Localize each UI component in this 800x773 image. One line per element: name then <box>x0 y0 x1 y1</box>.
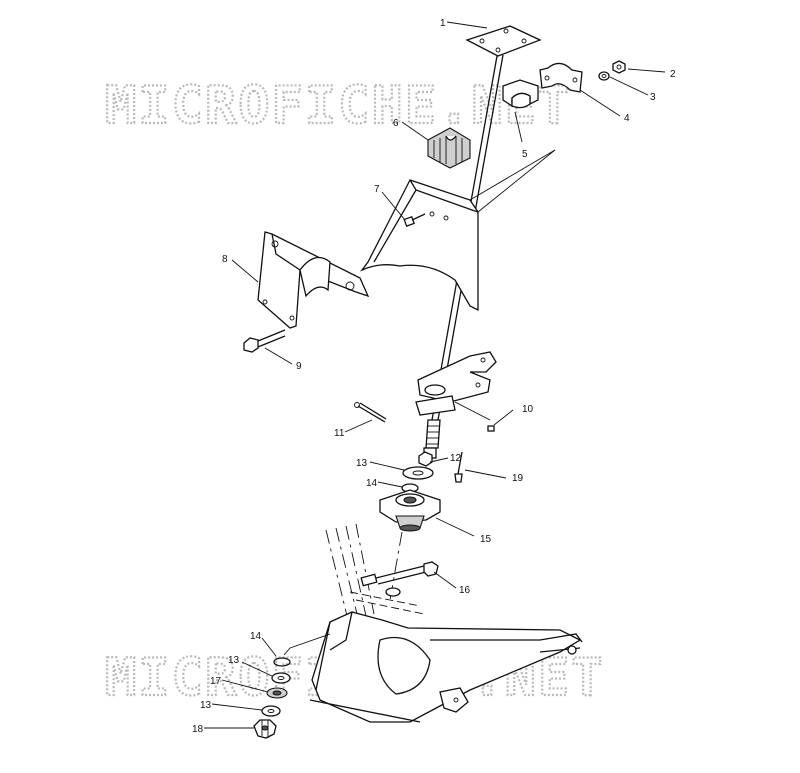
callout-12: 12 <box>450 453 462 464</box>
callout-10: 10 <box>522 404 534 415</box>
part-16-bolt <box>360 561 439 597</box>
watermark-top: MICROFICHE.NET <box>105 76 571 136</box>
leader-lines <box>204 21 666 729</box>
callout-14-lower: 14 <box>250 631 262 642</box>
callout-14-upper: 14 <box>366 478 378 489</box>
callout-17: 17 <box>210 676 222 687</box>
callout-2: 2 <box>670 69 676 80</box>
part-2-nut <box>612 60 626 74</box>
part-17-bushing <box>266 687 288 699</box>
part-18-castle-nut <box>253 719 277 739</box>
callout-18: 18 <box>192 724 204 735</box>
callout-3: 3 <box>650 92 656 103</box>
steering-support-bracket <box>359 149 556 312</box>
callout-6: 6 <box>393 118 399 129</box>
part-14-oring-lower <box>273 633 331 667</box>
part-4-u-clamp <box>539 62 583 93</box>
callout-8: 8 <box>222 254 228 265</box>
part-13-washer-middle <box>271 672 291 684</box>
part-13-washer-lower <box>261 705 281 717</box>
centerlines <box>325 523 425 621</box>
callout-13-upper: 13 <box>356 458 368 469</box>
callout-9: 9 <box>296 361 302 372</box>
callout-19: 19 <box>512 473 524 484</box>
part-9-bolt <box>243 329 286 353</box>
callout-7: 7 <box>374 184 380 195</box>
pitman-arm <box>415 351 497 421</box>
part-8-bracket <box>257 231 370 329</box>
part-5-bushing <box>502 79 539 109</box>
callout-16: 16 <box>459 585 471 596</box>
callout-5: 5 <box>522 149 528 160</box>
callout-11: 11 <box>334 428 345 439</box>
callout-labels: 1 2 3 4 5 6 7 8 9 10 11 12 13 14 15 16 1… <box>192 18 676 735</box>
callout-15: 15 <box>480 534 492 545</box>
part-11-cotter-pin <box>354 402 387 423</box>
part-13-washer-upper <box>402 466 434 480</box>
callout-1: 1 <box>440 18 446 29</box>
part-15-bearing-block <box>379 489 441 532</box>
part-19-grease-fitting <box>454 451 463 483</box>
callout-13-lower: 13 <box>200 700 212 711</box>
part-7-screw <box>403 213 426 227</box>
callout-4: 4 <box>624 113 630 124</box>
callout-13-middle: 13 <box>228 655 240 666</box>
part-10-pin <box>487 425 495 432</box>
part-3-washer <box>598 71 610 81</box>
part-6-bushing-block <box>427 127 471 169</box>
frame-chassis <box>309 611 583 723</box>
part-12-nut <box>418 451 433 467</box>
